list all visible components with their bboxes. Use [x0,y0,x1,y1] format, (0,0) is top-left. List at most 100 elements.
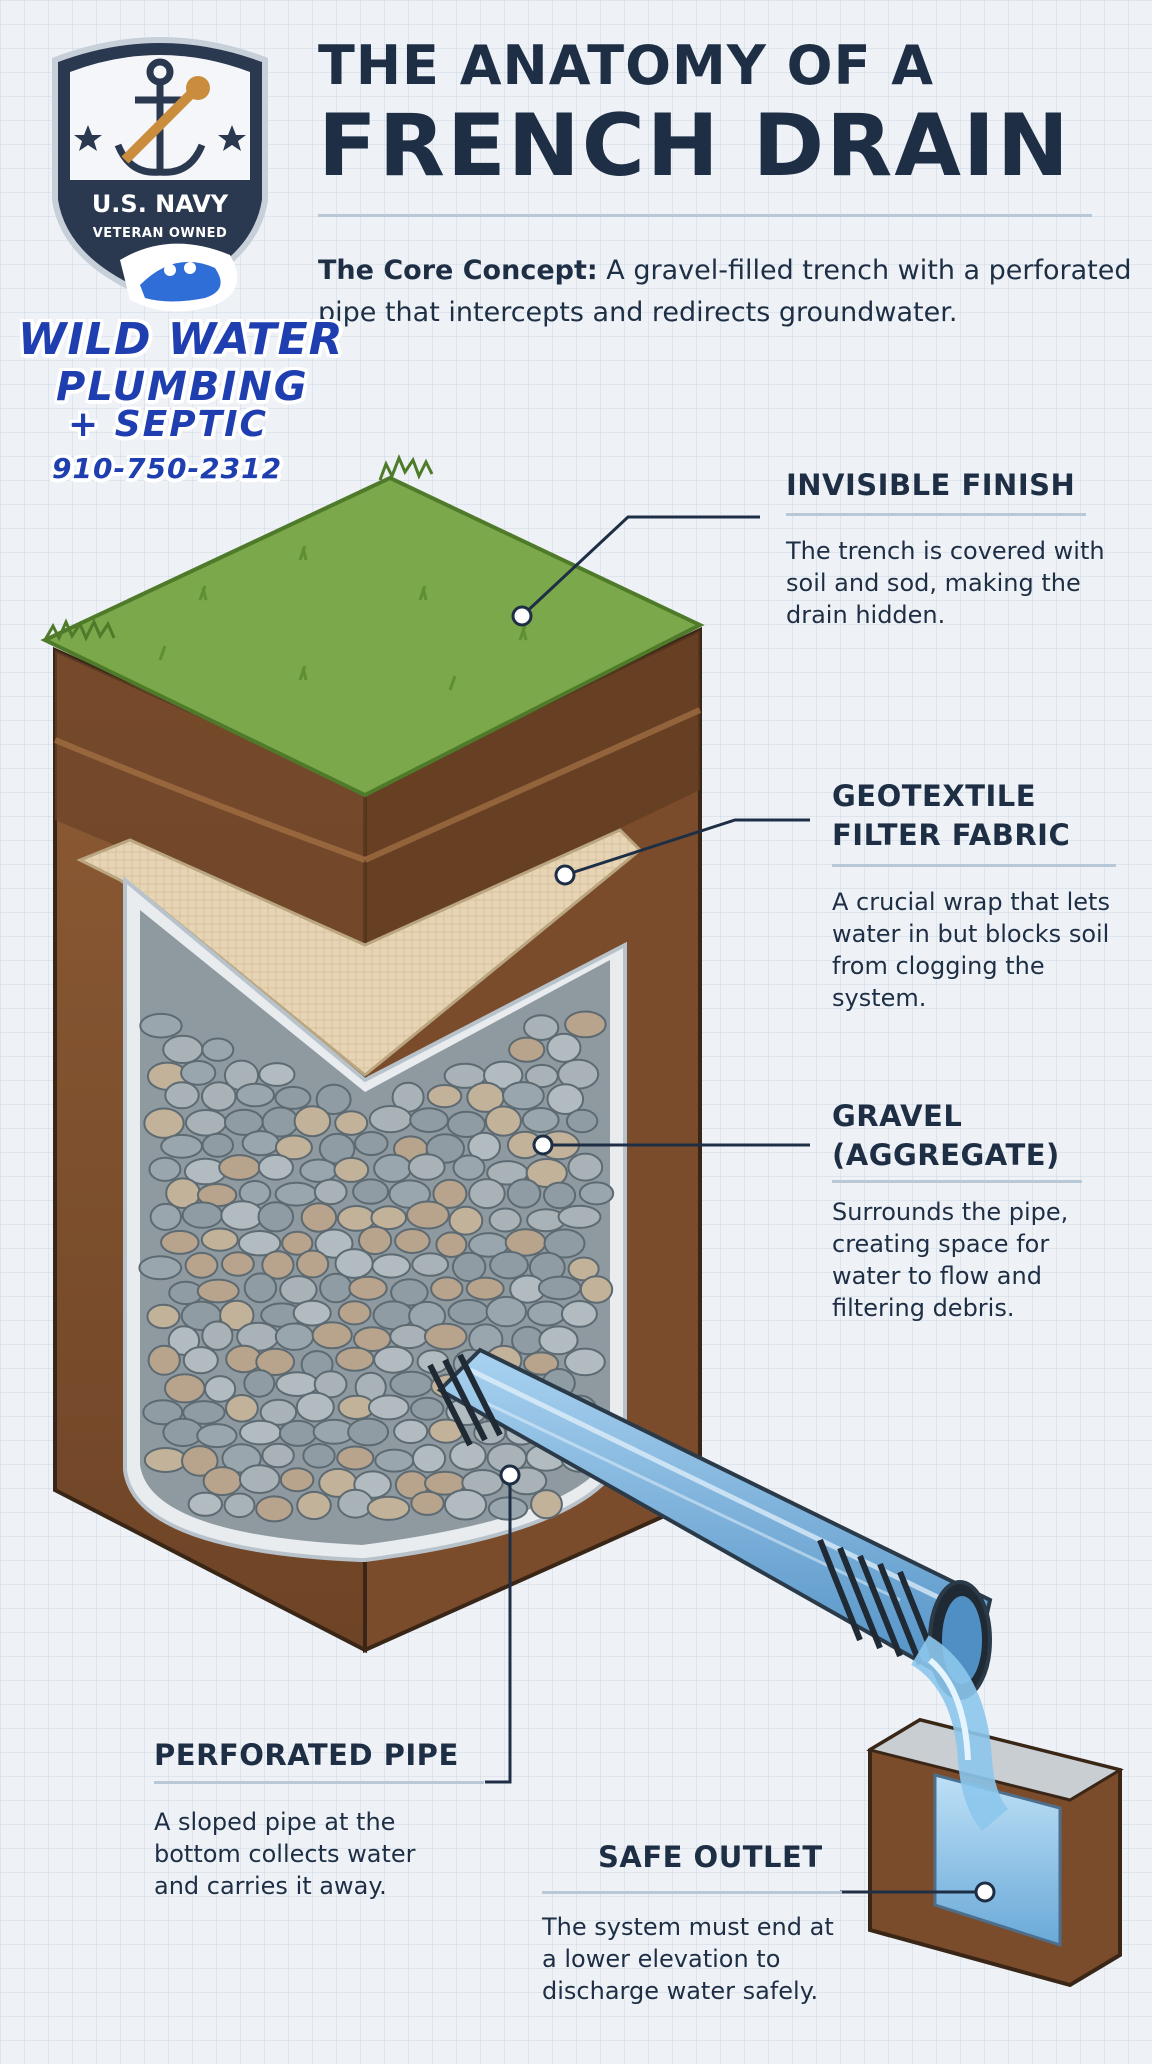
gravel-stone [538,1325,579,1356]
navy-badge [52,37,268,304]
gravel-stone [560,1300,598,1328]
gravel-stone [184,1109,227,1137]
gravel-stone [147,1344,181,1376]
gravel-stone [258,1062,296,1087]
gravel-stone [187,1491,224,1517]
leader-dots [499,605,996,1903]
gravel-title-line-1: GRAVEL [832,1099,963,1133]
gravel-stone [409,1107,450,1133]
perforated-pipe-text: A sloped pipe at the bottom collects wat… [154,1808,416,1900]
invisible-finish-rule [786,513,1086,516]
gravel-stone [564,1010,607,1039]
gravel-stone [337,1488,374,1519]
gravel-stone [201,1037,235,1062]
gravel-stone [315,1083,352,1116]
gravel-stones [138,1010,615,1523]
geotextile-title-line-2: FILTER FABRIC [832,818,1071,852]
gravel-stone [241,1130,280,1157]
gravel-stone [390,1278,429,1307]
geotextile-rule [832,864,1116,867]
gravel-stone [167,1325,201,1356]
gravel-stone [201,1320,234,1351]
gravel-stone [467,1131,502,1162]
gravel-stone [184,1251,219,1279]
gravel-stone [435,1231,468,1258]
gravel-stone [319,1272,353,1304]
gravel-stone [202,1466,243,1497]
gravel-stone [181,1201,224,1229]
gravel-stone [200,1227,239,1252]
safe-outlet-title: SAFE OUTLET [598,1840,823,1874]
geotextile-title-line-1: GEOTEXTILE [832,779,1037,813]
core-concept-text: A gravel-filled trench with a perforated… [318,255,1132,328]
gravel-stone [143,1107,185,1139]
gravel-stone [410,1396,445,1421]
gravel-stone [223,1492,256,1519]
gravel-stone [521,1107,560,1133]
gravel-stone [302,1443,336,1469]
invisible-finish-title: INVISIBLE FINISH [786,468,1076,502]
gravel-stone [373,1345,414,1374]
gravel-stone [557,1204,602,1229]
gravel-stone [488,1207,522,1233]
gravel-stone [567,1152,604,1182]
gravel-stone [243,1272,278,1304]
water-mascot-icon [120,243,238,312]
gravel-stone [279,1275,318,1305]
gravel-stone [259,1398,298,1426]
gravel-stone [336,1445,375,1471]
gravel-stone [196,1278,240,1304]
gravel-stone [278,1419,318,1447]
core-concept: The Core Concept: A gravel-filled trench… [318,250,1148,334]
grass-layer [40,454,705,798]
gravel-stone [389,1323,429,1350]
title-divider [318,214,1092,217]
gravel-stone [366,1495,411,1521]
gravel-stone [162,1034,204,1065]
geotextile-text: A crucial wrap that lets water in but bl… [832,888,1110,1012]
gravel-stone [255,1495,294,1523]
gravel-stone [164,1081,200,1110]
gravel-stone [406,1200,450,1230]
gravel-stone [394,1228,431,1254]
badge-navy-text: U.S. NAVY [91,190,229,218]
badge-veteran-text: VETERAN OWNED [92,226,228,241]
gravel-stone [373,1153,413,1183]
safe-outlet-box [866,1635,1124,1988]
gravel-rule [832,1180,1082,1183]
brand-name-line-3: + SEPTIC [68,404,268,445]
gravel-stone [279,1467,315,1493]
invisible-finish-text: The trench is covered with soil and sod,… [786,537,1105,629]
gravel-stone [368,1105,413,1134]
gravel-stone [565,1108,599,1134]
gravel-stone [293,1105,332,1138]
page-title-line-1: THE ANATOMY OF A [318,34,935,97]
gravel-text: Surrounds the pipe, creating space for w… [832,1198,1069,1322]
safe-outlet-rule [542,1891,842,1894]
gravel-stone [180,1060,217,1086]
gravel-stone [261,1250,295,1280]
gravel-stone [204,1375,237,1403]
gravel-stone [443,1488,488,1521]
gravel-stone [219,1299,255,1332]
gravel-stone [237,1230,282,1257]
star-icon [74,125,246,151]
gravel-stone [523,1351,560,1376]
gravel-stone [162,1417,204,1448]
gravel-stone [487,1496,529,1521]
gravel-stone [335,1346,375,1372]
gravel-stone [578,1181,615,1206]
gravel-stone [218,1154,261,1181]
gravel-stone [543,1181,577,1210]
gravel-stone [239,1419,282,1446]
gravel-stone [447,1298,490,1326]
gravel-stone [352,1178,390,1205]
gravel-stone [530,1489,563,1520]
gravel-stone [546,1083,585,1115]
gravel-stone [426,1084,463,1109]
gravel-stone [225,1394,259,1423]
gravel-stone [243,1369,276,1398]
brand-phone: 910-750-2312 [52,452,283,485]
gravel-stone [146,1303,181,1330]
gravel-stone [160,1133,204,1159]
